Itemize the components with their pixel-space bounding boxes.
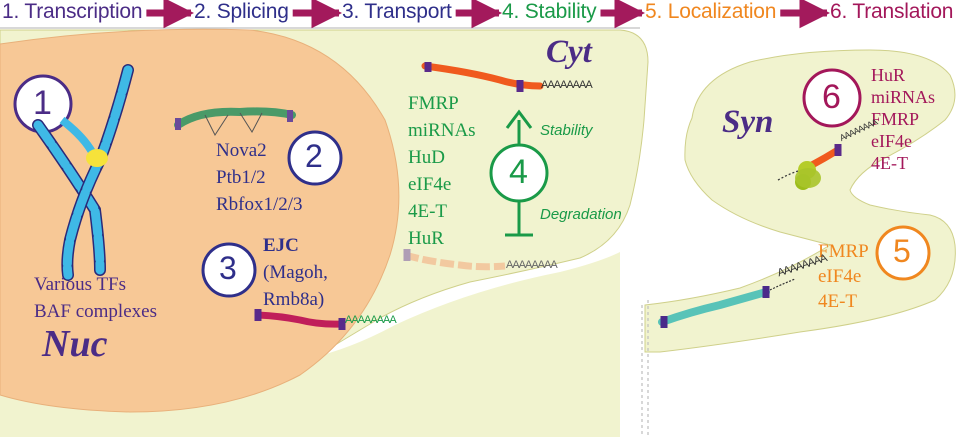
stability-arrow-icon — [505, 109, 533, 237]
degradation-label: Degradation — [540, 206, 622, 223]
step-6-translation-label: 6. Translation — [830, 0, 954, 23]
factor: HuD — [408, 147, 445, 168]
degraded-mrna-icon — [403, 249, 506, 271]
step3-circle — [201, 242, 257, 298]
nucleus-label: Nuc — [42, 323, 108, 365]
factor: Rmb8a) — [263, 289, 325, 310]
synapse-label: Syn — [722, 104, 774, 140]
polya-tail-transport: AAAAAAAA — [345, 314, 397, 326]
cytoplasm-label: Cyt — [546, 34, 592, 70]
step-5-localization-label: 5. Localization — [645, 0, 777, 23]
factor: Rbfox1/2/3 — [216, 194, 303, 215]
polya-tail-cytoplasm: AAAAAAAA — [541, 79, 593, 91]
step5-factors: FMRP eIF4e 4E-T — [818, 239, 869, 314]
step4-number: 4 — [509, 153, 528, 191]
factor: HuR — [871, 65, 906, 85]
step-1-transcription-label: 1. Transcription — [2, 0, 143, 23]
step2-circle — [287, 130, 343, 186]
step2-number: 2 — [305, 138, 323, 174]
step-3-transport-label: 3. Transport — [342, 0, 452, 23]
factor: BAF complexes — [34, 301, 157, 322]
pre-mrna-splicing-icon — [174, 107, 296, 137]
factor: 4E-T — [818, 291, 858, 312]
factor: miRNAs — [408, 120, 476, 141]
factor: Ptb1/2 — [216, 167, 266, 188]
factor: Nova2 — [216, 140, 267, 161]
localized-mrna-icon — [658, 278, 796, 328]
translating-mrna-icon — [777, 144, 842, 190]
stability-label: Stability — [540, 122, 593, 139]
factor: FMRP — [408, 93, 459, 114]
factor: HuR — [408, 228, 444, 249]
step1-number: 1 — [33, 84, 52, 122]
factor: eIF4e — [818, 266, 862, 287]
step6-factors: HuR miRNAs FMRP eIF4e 4E-T — [871, 64, 935, 174]
factor: 4E-T — [871, 153, 908, 173]
factor: 4E-T — [408, 201, 448, 222]
factor: eIF4e — [408, 174, 452, 195]
factor: FMRP — [871, 109, 920, 129]
synapse-region — [644, 49, 956, 353]
factor: FMRP — [818, 241, 869, 262]
step6-number: 6 — [822, 78, 841, 116]
step1-factors: Various TFs BAF complexes — [34, 271, 157, 325]
step3-factors: EJC (Magoh, Rmb8a) — [263, 232, 328, 313]
mrna-cytoplasm-icon — [421, 62, 544, 92]
step2-factors: Nova2 Ptb1/2 Rbfox1/2/3 — [216, 137, 303, 218]
step-4-stability-label: 4. Stability — [502, 0, 597, 23]
factor: EJC — [263, 235, 299, 256]
step3-number: 3 — [219, 250, 237, 286]
step5-circle — [875, 225, 931, 281]
factor: eIF4e — [871, 131, 912, 151]
mrna-transport-icon — [254, 309, 346, 330]
chromosome-icon — [32, 64, 134, 281]
factor: Various TFs — [34, 274, 127, 295]
step6-circle — [802, 68, 862, 128]
step4-circle — [489, 143, 549, 203]
factor: (Magoh, — [263, 262, 328, 283]
step-2-splicing-label: 2. Splicing — [194, 0, 289, 23]
step4-factors: FMRP miRNAs HuD eIF4e 4E-T HuR — [408, 90, 476, 252]
polya-tail-degraded: AAAAAAAA — [506, 259, 558, 271]
step5-number: 5 — [893, 233, 911, 269]
factor: miRNAs — [871, 87, 936, 107]
